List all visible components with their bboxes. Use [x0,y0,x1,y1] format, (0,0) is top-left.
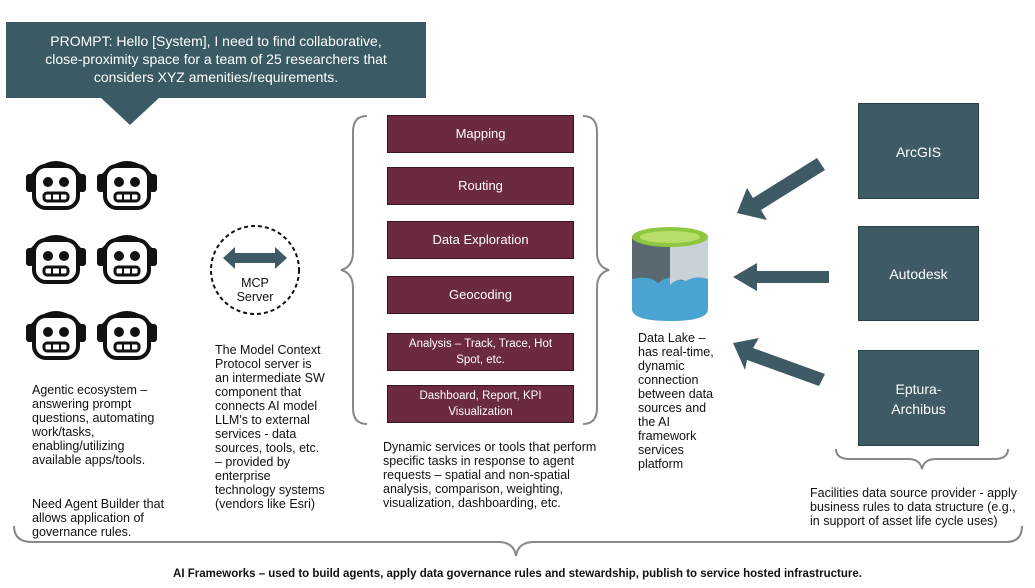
mcp-server-icon [210,225,300,315]
arrow-left-icon [733,263,829,291]
sources-bracket [835,448,1009,470]
source-eptura-archibus: Eptura-Archibus [858,350,979,446]
source-arcgis: ArcGIS [858,103,979,199]
frameworks-caption: AI Frameworks – used to build agents, ap… [173,568,862,580]
prompt-line: considers XYZ amenities/requirements. [93,69,339,85]
prompt-line: close-proximity space for a team of 25 r… [45,51,387,67]
robot-icon [24,161,88,210]
mcp-label: MCP Server [236,276,274,304]
service-routing: Routing [387,167,574,205]
service-geocoding: Geocoding [387,276,574,314]
mcp-description: The Model Context Protocol server is an … [215,343,325,511]
arrow-left-icon [737,158,825,220]
robot-icon [24,311,88,360]
services-description: Dynamic services or tools that perform s… [383,440,597,510]
arrow-left-icon [733,338,825,386]
frameworks-bracket [13,525,1023,557]
robot-icon [95,161,159,210]
agents-description: Agentic ecosystem – answering prompt que… [32,383,155,467]
data-lake-description: Data Lake – has real-time, dynamic conne… [638,331,714,471]
service-data-exploration: Data Exploration [387,221,574,259]
prompt-bubble-tail [100,97,160,125]
service-mapping: Mapping [387,115,574,153]
sources-description: Facilities data source provider - apply … [810,486,1018,528]
robot-icon [95,235,159,284]
services-brackets [340,115,610,425]
source-arrows [733,158,829,386]
service-dashboard: Dashboard, Report, KPI Visualization [387,385,574,423]
source-autodesk: Autodesk [858,226,979,321]
prompt-line: PROMPT: Hello [System], I need to find c… [50,33,382,49]
agent-robots [24,161,159,360]
prompt-bubble: PROMPT: Hello [System], I need to find c… [6,22,426,98]
service-analysis: Analysis – Track, Trace, Hot Spot, etc. [387,333,574,371]
data-lake-icon [632,227,708,321]
robot-icon [24,235,88,284]
agent-builder-note: Need Agent Builder that allows applicati… [32,497,165,539]
robot-icon [95,311,159,360]
